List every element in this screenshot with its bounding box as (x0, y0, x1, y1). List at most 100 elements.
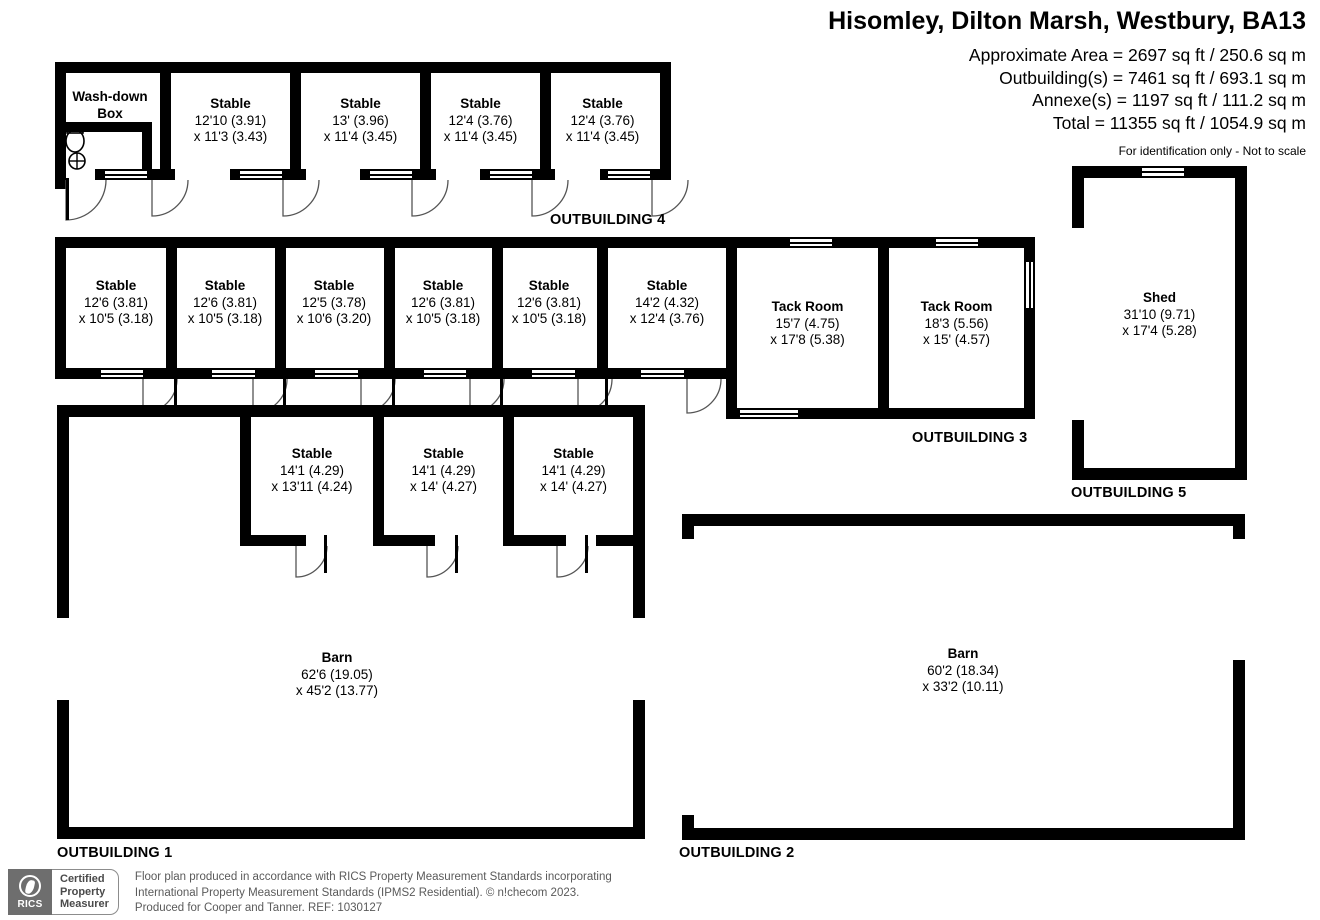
room-label-ob3-stable-3: Stable 12'5 (3.78) x 10'6 (3.20) (296, 278, 372, 326)
room-label-ob2-barn: Barn 60'2 (18.34) x 33'2 (10.11) (922, 646, 1004, 694)
ob3-wall-bottom-g (684, 368, 735, 379)
ob3-doorjamb-2 (283, 368, 286, 410)
ob3-wall-bottom-b (143, 368, 212, 379)
ob3-tack1-wall-bottom (726, 408, 740, 419)
ob3-partition-5 (597, 237, 608, 379)
scale-disclaimer: For identification only - Not to scale (1118, 144, 1306, 158)
ob3-tack1-wall-bottom-b (798, 408, 888, 419)
ob4-wall-top (55, 62, 671, 73)
annexes-area-line: Annexe(s) = 1197 sq ft / 111.2 sq m (1032, 90, 1306, 110)
ob5-wall-left-top (1072, 166, 1084, 228)
room-label-ob3-stable-6: Stable 14'2 (4.32) x 12'4 (3.76) (629, 278, 705, 326)
footer: RICS Certified Property Measurer Floor p… (8, 869, 612, 917)
room-label-ob1-barn: Barn 62'6 (19.05) x 45'2 (13.77) (295, 650, 379, 698)
ob3-tack2-window-top (936, 237, 978, 248)
ob1-stable-bottom-d (596, 535, 645, 546)
ob3-tack1-door-window (740, 408, 798, 419)
ob1-wall-left-lower (57, 700, 69, 839)
room-label-ob1-stable-3: Stable 14'1 (4.29) x 14' (4.27) (539, 446, 608, 494)
rics-emblem-icon: RICS (8, 869, 52, 915)
room-label-ob3-stable-1: Stable 12'6 (3.81) x 10'5 (3.18) (78, 278, 154, 326)
room-label-ob3-stable-2: Stable 12'6 (3.81) x 10'5 (3.18) (187, 278, 263, 326)
rics-logo: RICS Certified Property Measurer (8, 869, 119, 915)
outbuildings-area-line: Outbuilding(s) = 7461 sq ft / 693.1 sq m (999, 67, 1306, 88)
ob5-wall-right (1235, 166, 1247, 480)
room-label-ob4-stable-2: Stable 13' (3.96) x 11'4 (3.45) (323, 96, 398, 144)
ob3-window-2 (212, 368, 255, 379)
ob3-tack-partition (878, 237, 889, 419)
ob1-door-3 (556, 545, 595, 582)
ob4-partition-4 (540, 62, 551, 180)
footer-line-1: Floor plan produced in accordance with R… (134, 871, 612, 883)
ob1-wall-right-lower (633, 700, 645, 839)
ob4-door-1 (151, 179, 194, 220)
cert-line-3: Measurer (60, 898, 109, 911)
ob1-wall-top (57, 405, 645, 417)
ob4-washdown-inner-wall (66, 122, 152, 132)
approx-area-line: Approximate Area = 2697 sq ft / 250.6 sq… (968, 45, 1306, 65)
ob3-doorjamb-4 (500, 368, 503, 410)
building-label-ob4: OUTBUILDING 4 (550, 212, 666, 228)
ob2-wall-top (682, 514, 1245, 526)
ob3-partition-1 (166, 237, 177, 379)
room-label-ob4-stable-1: Stable 12'10 (3.91) x 11'3 (3.43) (193, 96, 268, 144)
ob1-doorjamb-1 (324, 535, 327, 573)
ob3-partition-2 (275, 237, 286, 379)
ob4-door-washdown (65, 179, 112, 224)
ob4-wall-right (660, 62, 671, 180)
ob4-door-5 (651, 179, 694, 220)
ob5-wall-left-bottom (1072, 420, 1084, 480)
ob3-tack2-window-right (1024, 262, 1035, 308)
ob1-stable-bottom-a (240, 535, 306, 546)
ob4-washdown-side-wall (142, 122, 152, 180)
room-label-tack-room-2: Tack Room 18'3 (5.56) x 15' (4.57) (920, 299, 993, 347)
room-label-ob1-stable-1: Stable 14'1 (4.29) x 13'11 (4.24) (271, 446, 353, 494)
ob4-window-1 (105, 169, 147, 180)
ob3-doorjamb-1 (174, 368, 177, 410)
ob4-door-4 (531, 179, 574, 220)
ob2-wall-top-right-stub (1233, 514, 1245, 539)
ob4-partition-2 (290, 62, 301, 180)
ob3-wall-bottom-a (55, 368, 101, 379)
ob3-wall-top (55, 237, 1035, 248)
ob1-stable-bottom-b (373, 535, 435, 546)
ob1-doorjamb-3 (585, 535, 588, 573)
ob4-window-2 (240, 169, 282, 180)
footer-line-3: Produced for Cooper and Tanner. REF: 103… (134, 902, 383, 914)
ob1-door-1 (295, 545, 334, 582)
ob3-window-6 (641, 368, 684, 379)
room-label-shed: Shed 31'10 (9.71) x 17'4 (5.28) (1122, 290, 1197, 338)
ob4-wall-left (55, 62, 66, 189)
ob3-doorjamb-5 (605, 368, 608, 410)
total-area-line: Total = 11355 sq ft / 1054.9 sq m (1052, 112, 1306, 133)
ob3-wall-bottom-f (575, 368, 641, 379)
ob3-door-6 (686, 378, 727, 417)
rics-certification-badge: Certified Property Measurer (52, 869, 119, 915)
ob3-partition-3 (384, 237, 395, 379)
ob1-door-2 (426, 545, 465, 582)
ob4-partition-1 (160, 62, 171, 180)
cert-line-2: Property (60, 885, 106, 898)
rics-wordmark: RICS (17, 898, 43, 910)
ob1-stable-bottom-c (503, 535, 566, 546)
footer-line-2: International Property Measurement Stand… (134, 886, 580, 899)
ob1-wall-bottom (57, 827, 645, 839)
ob1-wall-right (633, 405, 645, 618)
ob1-doorjamb-2 (455, 535, 458, 573)
rics-crest-icon (19, 874, 41, 897)
ob3-window-3 (315, 368, 358, 379)
room-label-ob3-stable-5: Stable 12'6 (3.81) x 10'5 (3.18) (511, 278, 587, 326)
ob2-wall-right (1233, 660, 1245, 840)
ob4-wall-bottom-a (55, 178, 69, 189)
building-label-ob5: OUTBUILDING 5 (1071, 485, 1187, 501)
cert-line-1: Certified (60, 873, 105, 886)
room-label-ob4-stable-3: Stable 12'4 (3.76) x 11'4 (3.45) (443, 96, 518, 144)
ob4-window-4 (490, 169, 532, 180)
ob4-window-5 (608, 169, 650, 180)
ob1-stable-partition-2 (373, 405, 384, 546)
footer-disclaimer: Floor plan produced in accordance with R… (135, 869, 612, 917)
ob3-partition-4 (492, 237, 503, 379)
ob4-partition-3 (420, 62, 431, 180)
building-label-ob1: OUTBUILDING 1 (57, 845, 173, 861)
